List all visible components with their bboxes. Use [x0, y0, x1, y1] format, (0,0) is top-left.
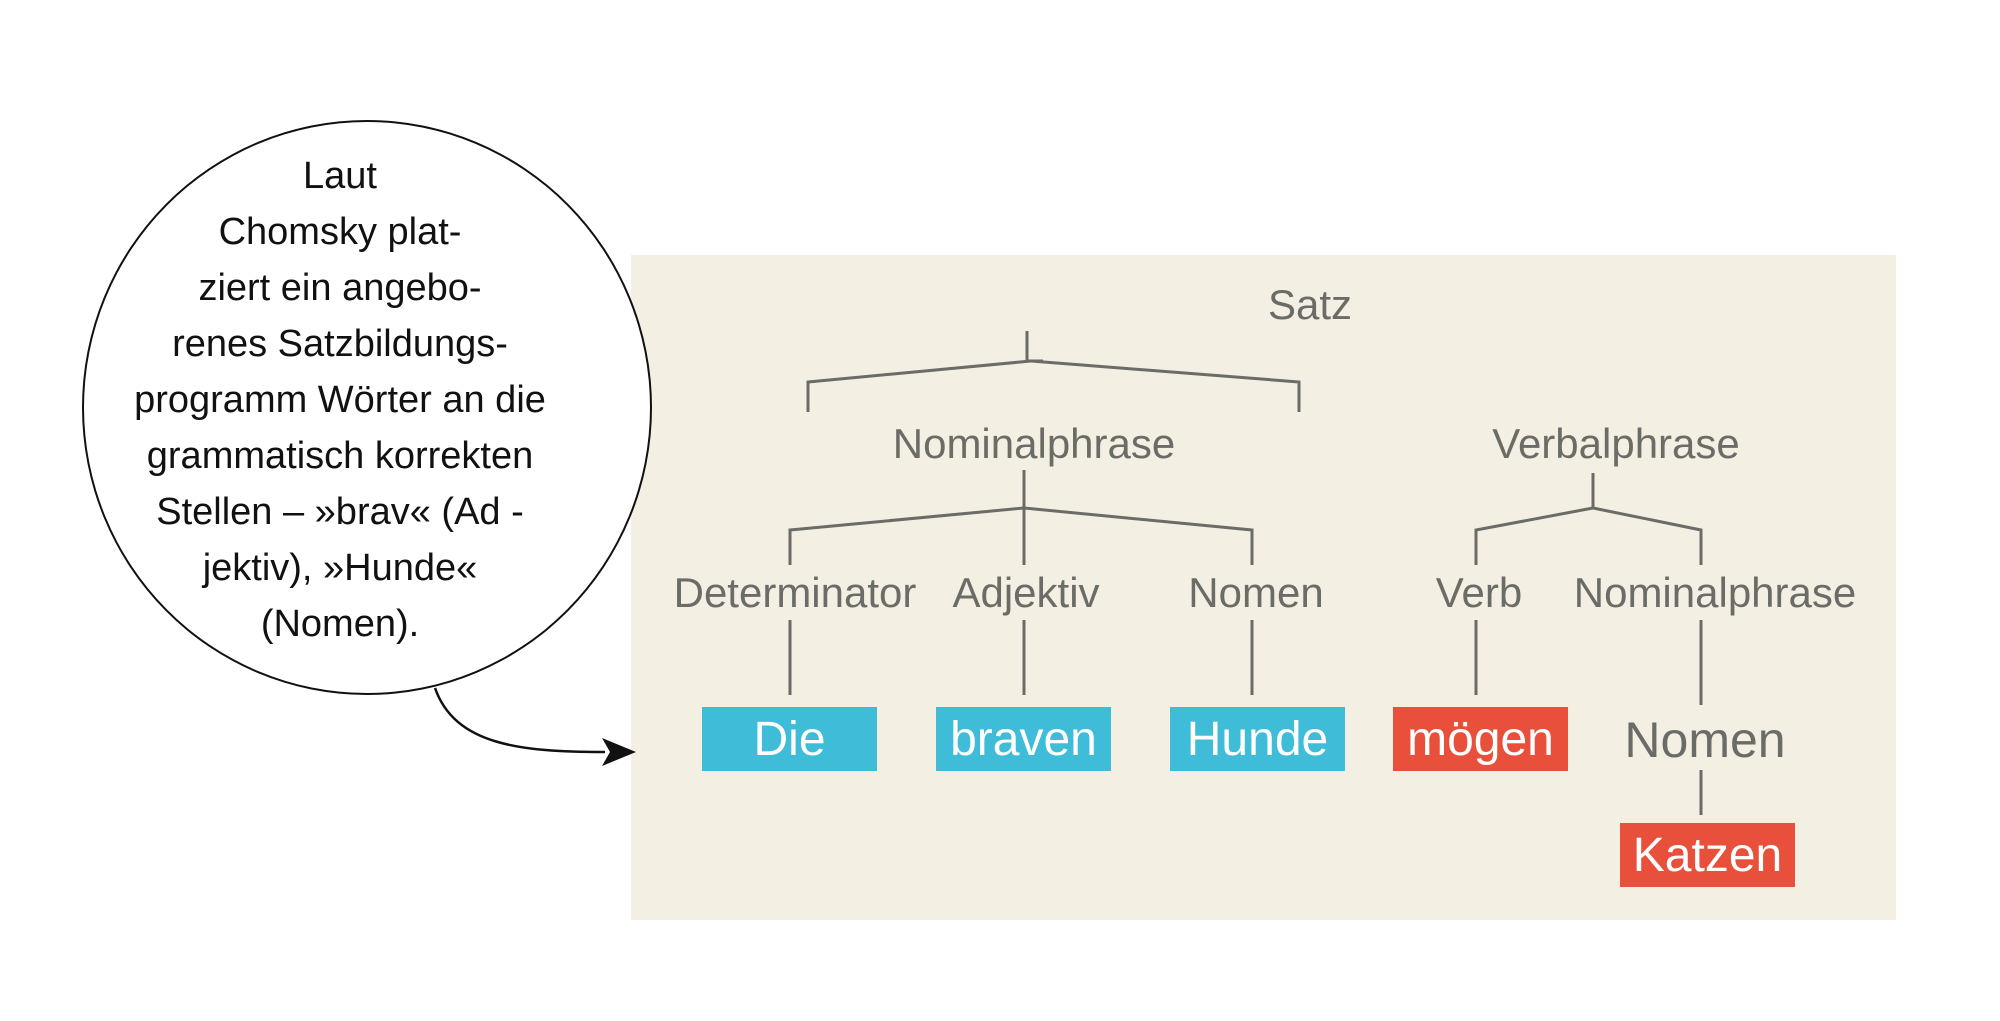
edge-satz-np: [806, 359, 1032, 412]
bubble-line: jektiv), »Hunde«: [202, 547, 478, 589]
edge-vp-np2: [1592, 506, 1703, 565]
node-nomen-2: Nomen: [1621, 710, 1789, 770]
bubble-text: Laut Chomsky plat- ziert ein angebo- ren…: [100, 148, 580, 652]
edge-vp-verb: [1474, 506, 1594, 565]
bubble-line: grammatisch korrekten: [146, 435, 534, 477]
bubble-line: renes Satzbildungs-: [172, 323, 508, 365]
node-verbalphrase: Verbalphrase: [1489, 418, 1743, 470]
node-determinator: Determinator: [670, 567, 920, 619]
node-satz: Satz: [1264, 279, 1356, 331]
edge-np-nomen: [1023, 506, 1254, 565]
callout-arrowhead: [602, 738, 636, 766]
node-verb: Verb: [1432, 567, 1526, 619]
node-adjektiv: Adjektiv: [949, 567, 1103, 619]
edge-satz-vp: [1030, 359, 1301, 412]
word-hunde: Hunde: [1170, 707, 1345, 771]
bubble-line: Stellen – »brav« (Ad -: [156, 491, 524, 533]
node-nomen: Nomen: [1185, 567, 1327, 619]
word-braven: braven: [936, 707, 1111, 771]
bubble-line: ziert ein angebo-: [198, 267, 482, 309]
bubble-line: programm Wörter an die: [134, 379, 546, 421]
word-die: Die: [702, 707, 877, 771]
callout-arrow-line: [433, 687, 606, 754]
word-katzen: Katzen: [1620, 823, 1795, 887]
word-moegen: mögen: [1393, 707, 1568, 771]
bubble-line: Laut: [303, 155, 377, 197]
node-nominalphrase: Nominalphrase: [889, 418, 1179, 470]
node-nominalphrase-2: Nominalphrase: [1570, 567, 1860, 619]
bubble-line: Chomsky plat-: [218, 211, 462, 253]
edge-np-det: [788, 506, 1025, 565]
speech-bubble: [82, 120, 652, 695]
bubble-line: (Nomen).: [260, 603, 420, 645]
